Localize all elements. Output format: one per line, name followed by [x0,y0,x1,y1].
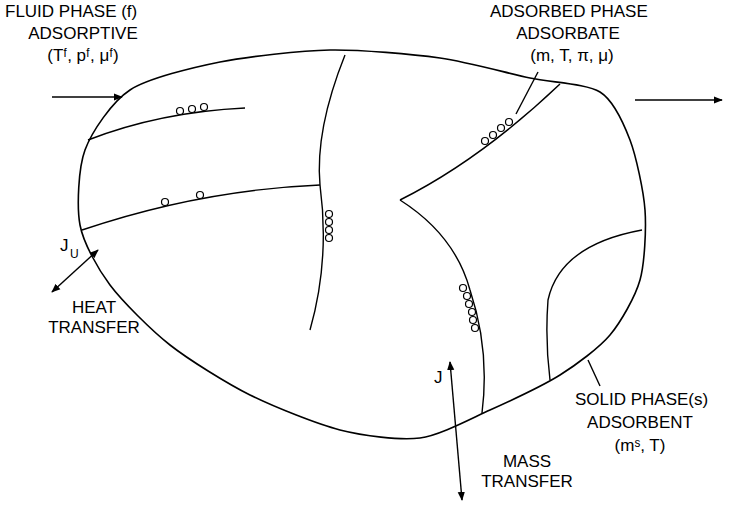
state-variables: (mˢ, T) [560,436,720,456]
phase-label: ADSORBED PHASE [490,2,648,22]
molecule [197,192,204,199]
pore-wall [88,108,245,140]
mass-arrow [450,362,462,500]
state-variables: (Tᶠ, pᶠ, μᶠ) [3,46,163,66]
molecule [189,106,196,113]
molecule [460,285,467,292]
state-variables: (m, T, π, μ) [492,46,652,66]
pore-wall [310,185,323,330]
phase-label: ADSORPTIVE [3,24,163,44]
molecule [470,317,477,324]
phase-label: SOLID PHASE(s) [575,390,708,410]
phase-label: ADSORBENT [560,413,720,433]
leader-line [516,72,538,114]
molecule [506,119,513,126]
adsorbent-outline [78,50,645,439]
pore-wall [547,230,642,380]
molecule [482,138,489,145]
transfer-label: MASS TRANSFER [472,452,582,492]
pore-wall [400,84,560,200]
pore-wall [82,185,320,230]
molecule [464,293,471,300]
molecule [162,199,169,206]
molecule [466,301,473,308]
pore-wall [400,200,484,413]
flux-symbol: J [434,368,443,388]
flux-symbol: J [60,236,69,256]
flux-subscript: U [70,247,79,261]
molecule [326,227,333,234]
flow-arrow [635,99,722,100]
molecule [472,325,479,332]
pore-wall [319,55,345,185]
leader-line [588,360,600,386]
flow-arrow [52,96,122,97]
molecule [326,211,333,218]
molecule [201,104,208,111]
transfer-label: HEAT TRANSFER [38,298,150,338]
phase-label: ADSORBATE [488,24,648,44]
phase-label: FLUID PHASE (f) [5,2,137,22]
molecule [469,309,476,316]
molecule [490,132,497,139]
molecule [326,235,333,242]
molecule [177,108,184,115]
molecule [326,219,333,226]
molecule [498,125,505,132]
